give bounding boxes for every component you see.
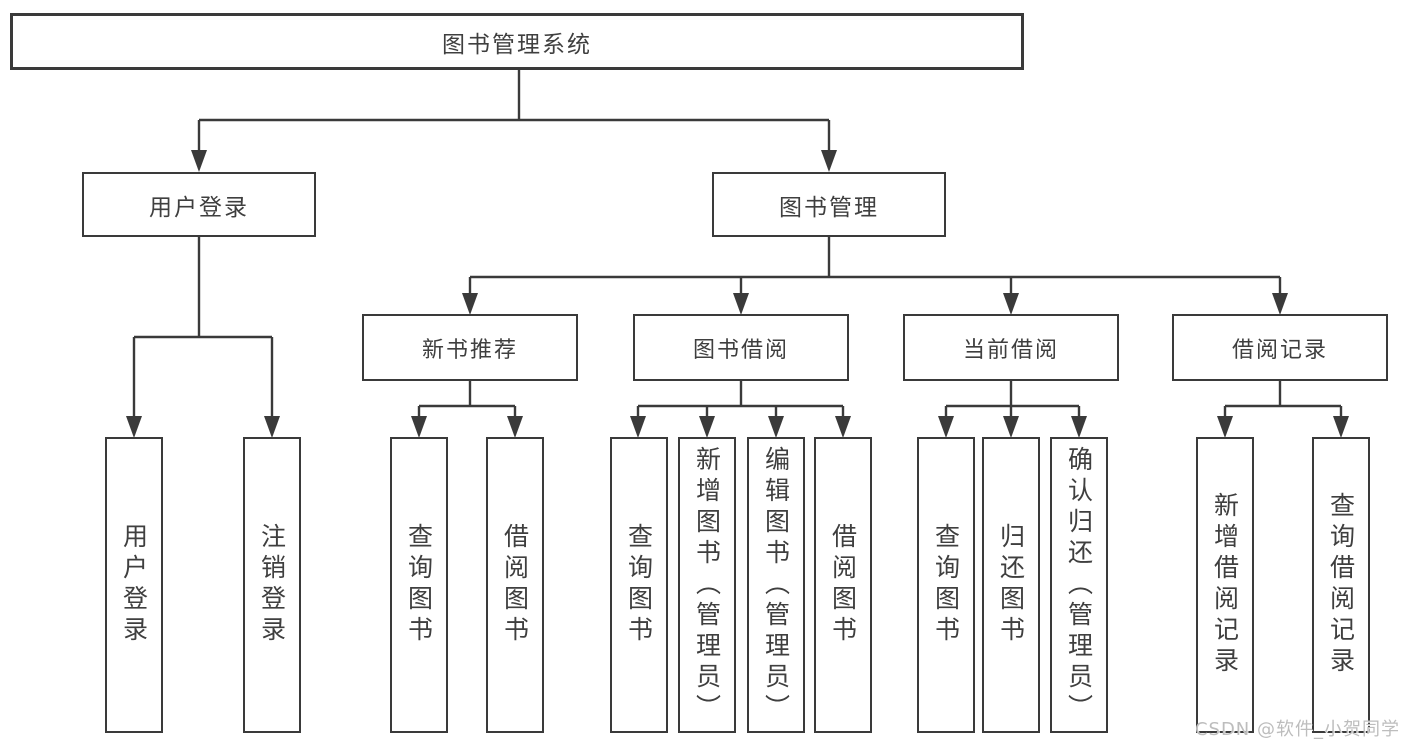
node-new-book-recommend: 新书推荐 [362,314,578,381]
node-current-borrowing-label: 当前借阅 [962,337,1059,363]
node-user-login-label: 用户登录 [149,194,249,221]
node-new-book-recommend-label: 新书推荐 [421,337,518,363]
node-user-login: 用户登录 [82,172,316,237]
leaf-user-login: 用户登录 [105,437,163,733]
node-borrowing-records-label: 借阅记录 [1231,337,1328,363]
leaf-nb-query-books-label: 查询图书 [404,523,434,647]
leaf-cb-return-books-label: 归还图书 [996,523,1026,647]
leaf-bb-add-books-admin-label: 新增图书（管理员） [692,445,722,725]
csdn-watermark: CSDN @软件_小贺同学 [1194,719,1400,740]
leaf-logout-login: 注销登录 [243,437,301,733]
leaf-cb-query-books: 查询图书 [917,437,975,733]
leaf-nb-borrow-books-label: 借阅图书 [500,523,530,647]
leaf-br-query-record: 查询借阅记录 [1312,437,1370,733]
leaf-bb-borrow-books: 借阅图书 [814,437,872,733]
leaf-nb-query-books: 查询图书 [390,437,448,733]
node-book-management-label: 图书管理 [779,194,879,221]
leaf-bb-query-books-label: 查询图书 [624,523,654,647]
leaf-br-add-record-label: 新增借阅记录 [1210,492,1240,678]
leaf-br-query-record-label: 查询借阅记录 [1326,492,1356,678]
leaf-bb-edit-books-admin-label: 编辑图书（管理员） [761,445,791,725]
leaf-bb-edit-books-admin: 编辑图书（管理员） [747,437,805,733]
leaf-logout-login-label: 注销登录 [257,523,287,647]
node-book-management: 图书管理 [712,172,946,237]
arrowheads [126,150,1349,438]
leaf-bb-query-books: 查询图书 [610,437,668,733]
leaf-bb-borrow-books-label: 借阅图书 [828,523,858,647]
node-root-label: 图书管理系统 [442,31,592,58]
node-current-borrowing: 当前借阅 [903,314,1119,381]
node-root: 图书管理系统 [10,13,1024,70]
leaf-br-add-record: 新增借阅记录 [1196,437,1254,733]
node-borrowing-records: 借阅记录 [1172,314,1388,381]
leaf-user-login-label: 用户登录 [119,523,149,647]
leaf-bb-add-books-admin: 新增图书（管理员） [678,437,736,733]
leaf-cb-return-books: 归还图书 [982,437,1040,733]
leaf-cb-confirm-return-admin-label: 确认归还（管理员） [1064,445,1094,725]
node-book-borrowing: 图书借阅 [633,314,849,381]
node-book-borrowing-label: 图书借阅 [692,337,789,363]
leaf-cb-query-books-label: 查询图书 [931,523,961,647]
leaf-cb-confirm-return-admin: 确认归还（管理员） [1050,437,1108,733]
leaf-nb-borrow-books: 借阅图书 [486,437,544,733]
